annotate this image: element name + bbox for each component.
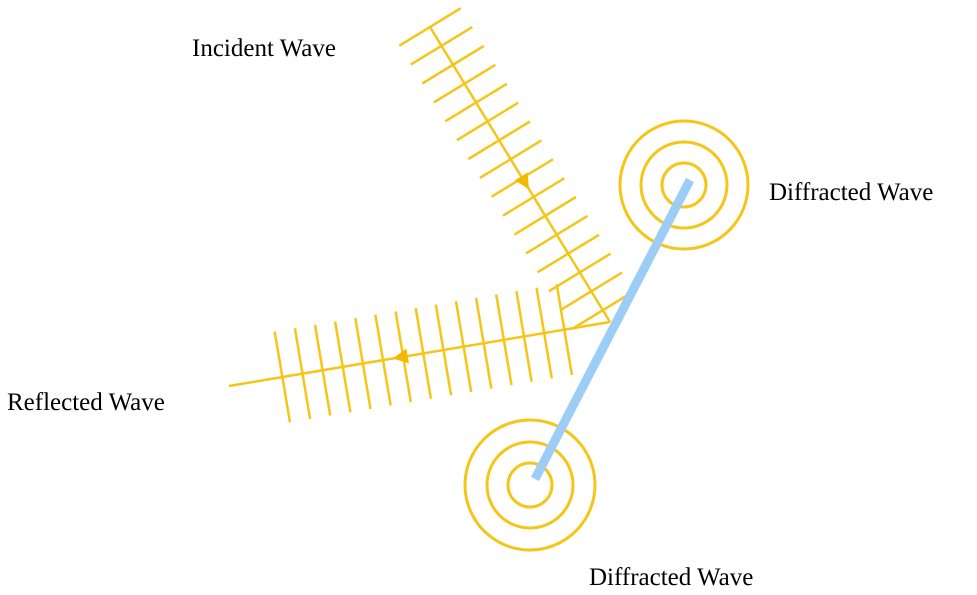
- reflected-arrowhead: [392, 348, 409, 364]
- reflected-wave-label: Reflected Wave: [7, 389, 165, 416]
- incident-arrowhead: [514, 172, 529, 190]
- reflected-wave-ray: [228, 320, 611, 388]
- diffracted-wave-label-bottom: Diffracted Wave: [589, 564, 754, 591]
- diffraction-rings-bottom: [463, 418, 597, 552]
- diffraction-rings-top: [618, 119, 750, 251]
- incident-wave-label: Incident Wave: [192, 35, 336, 62]
- diffracted-wave-label-top: Diffracted Wave: [769, 179, 934, 206]
- incident-wave-ray: [428, 26, 612, 323]
- obstacle-edge: [531, 177, 694, 482]
